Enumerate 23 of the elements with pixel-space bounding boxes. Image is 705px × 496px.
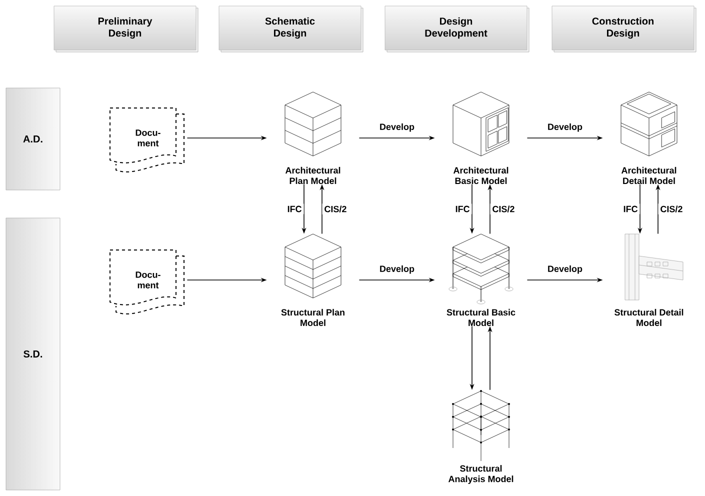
edge-label: CIS/2 <box>322 204 349 214</box>
edge-label: Develop <box>378 263 416 276</box>
edge-label: Develop <box>546 263 584 276</box>
phase-header: Construction Design <box>552 6 696 52</box>
discipline-band: A.D. <box>6 88 60 190</box>
model-caption: Architectural Detail Model <box>621 166 676 184</box>
edge-label: IFC <box>285 204 304 214</box>
model-caption: Structural Basic Model <box>446 308 516 326</box>
phase-header: Design Development <box>384 6 530 52</box>
edge-label: IFC <box>621 204 640 214</box>
model-caption: Structural Detail Model <box>614 308 684 326</box>
edge-label: Develop <box>378 121 416 134</box>
discipline-band: S.D. <box>6 218 60 490</box>
phase-header: Preliminary Design <box>54 6 198 52</box>
edge-label: CIS/2 <box>490 204 517 214</box>
model-caption: Structural Analysis Model <box>448 465 514 484</box>
phase-header: Schematic Design <box>218 6 364 52</box>
model-caption: Architectural Plan Model <box>285 166 340 184</box>
edge-label: IFC <box>453 204 472 214</box>
model-caption: Structural Plan Model <box>281 308 344 326</box>
edge-label: Develop <box>546 121 584 134</box>
model-caption: Architectural Basic Model <box>453 166 508 184</box>
edge-label: CIS/2 <box>658 204 685 214</box>
